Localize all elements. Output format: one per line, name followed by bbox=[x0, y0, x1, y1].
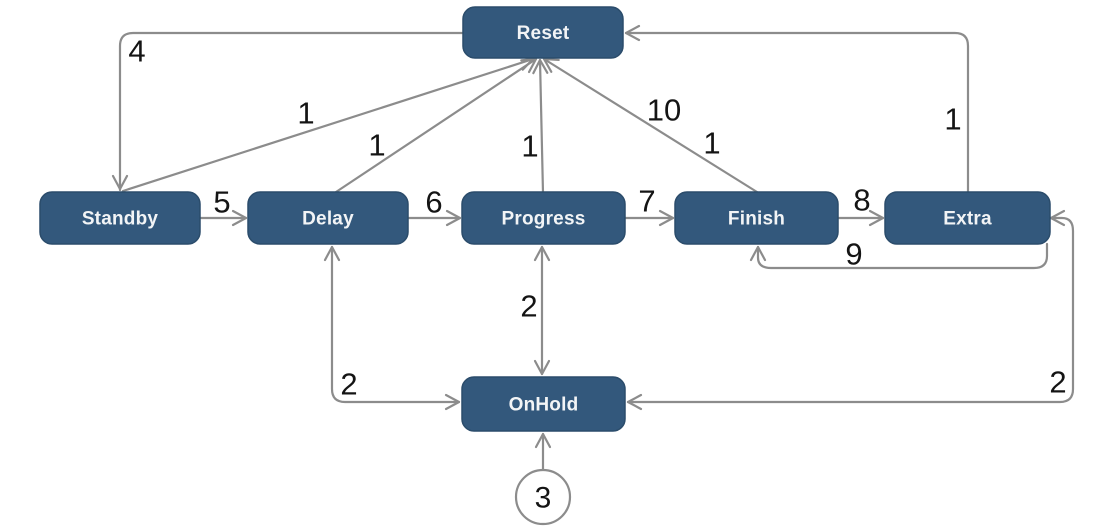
state-node-progress: Progress bbox=[461, 191, 626, 245]
edge-label-reset-to-standby: 4 bbox=[128, 34, 145, 69]
arrowhead-icon bbox=[542, 57, 560, 73]
arrowhead-icon bbox=[534, 432, 552, 449]
edge-finish-to-extra: 8 bbox=[836, 183, 885, 227]
state-node-standby: Standby bbox=[39, 191, 201, 245]
state-node-extra: Extra bbox=[884, 191, 1051, 245]
arrowhead-icon bbox=[1049, 209, 1066, 227]
arrowhead-icon bbox=[445, 209, 462, 227]
edge-start-to-onhold bbox=[534, 432, 552, 471]
edge-label-finish-to-reset: 1 bbox=[703, 126, 720, 161]
edge-label-extra-to-finish: 9 bbox=[845, 237, 862, 272]
edge-extra-to-reset: 1 bbox=[624, 24, 970, 194]
edge-extra-to-finish: 9 bbox=[749, 237, 1049, 272]
state-node-label-finish: Finish bbox=[728, 209, 785, 230]
edge-label-delay-to-reset: 1 bbox=[368, 128, 385, 163]
state-node-delay: Delay bbox=[247, 191, 409, 245]
edge-delay-to-progress: 6 bbox=[406, 185, 462, 227]
edge-label-extra-onhold: 2 bbox=[1049, 365, 1066, 400]
edge-label-delay-onhold: 2 bbox=[340, 367, 357, 402]
edge-label-progress-to-reset: 1 bbox=[521, 129, 538, 164]
edge-label-progress-to-finish: 7 bbox=[638, 184, 655, 219]
arrowhead-icon bbox=[444, 393, 461, 411]
edge-extra-onhold: 2 bbox=[626, 209, 1075, 411]
arrowhead-icon bbox=[533, 245, 551, 262]
edge-label-finish-to-reset: 10 bbox=[647, 93, 681, 128]
arrowhead-icon bbox=[624, 24, 641, 42]
initial-state-label: 3 bbox=[535, 482, 552, 515]
edge-standby-to-reset: 1 bbox=[121, 55, 535, 193]
state-node-label-onhold: OnHold bbox=[509, 395, 579, 416]
arrowhead-icon bbox=[111, 174, 129, 191]
state-node-finish: Finish bbox=[674, 191, 839, 245]
edge-finish-to-reset: 10 1 bbox=[542, 57, 759, 194]
edge-label-standby-to-reset: 1 bbox=[297, 96, 314, 131]
arrowhead-icon bbox=[749, 245, 767, 262]
state-node-label-progress: Progress bbox=[502, 209, 586, 230]
edge-reset-to-standby: 4 bbox=[111, 31, 465, 192]
state-node-label-extra: Extra bbox=[943, 209, 992, 230]
arrowhead-icon bbox=[323, 245, 341, 262]
state-node-label-standby: Standby bbox=[82, 209, 159, 230]
arrowhead-icon bbox=[658, 209, 675, 227]
edge-label-standby-to-delay: 5 bbox=[213, 185, 230, 220]
edge-delay-onhold: 2 bbox=[323, 245, 461, 411]
state-node-onhold: OnHold bbox=[461, 376, 626, 432]
initial-state-marker: 3 bbox=[514, 468, 572, 526]
arrowhead-icon bbox=[532, 58, 549, 75]
edge-standby-to-delay: 5 bbox=[198, 185, 248, 227]
arrowhead-icon bbox=[520, 57, 538, 74]
edge-label-finish-to-extra: 8 bbox=[853, 183, 870, 218]
arrowhead-icon bbox=[868, 209, 885, 227]
edge-label-extra-to-reset: 1 bbox=[944, 102, 961, 137]
arrowhead-icon bbox=[231, 209, 248, 227]
edge-progress-onhold: 2 bbox=[520, 245, 551, 376]
edge-delay-to-reset: 1 bbox=[334, 57, 538, 194]
arrowhead-icon bbox=[533, 359, 551, 376]
state-node-reset: Reset bbox=[462, 6, 624, 59]
state-node-label-delay: Delay bbox=[302, 209, 354, 230]
arrowhead-icon bbox=[626, 393, 643, 411]
edge-label-progress-onhold: 2 bbox=[520, 289, 537, 324]
state-node-label-reset: Reset bbox=[517, 23, 570, 44]
edge-progress-to-reset: 1 bbox=[521, 58, 549, 195]
edge-progress-to-finish: 7 bbox=[623, 184, 675, 227]
edge-label-delay-to-progress: 6 bbox=[425, 185, 442, 220]
